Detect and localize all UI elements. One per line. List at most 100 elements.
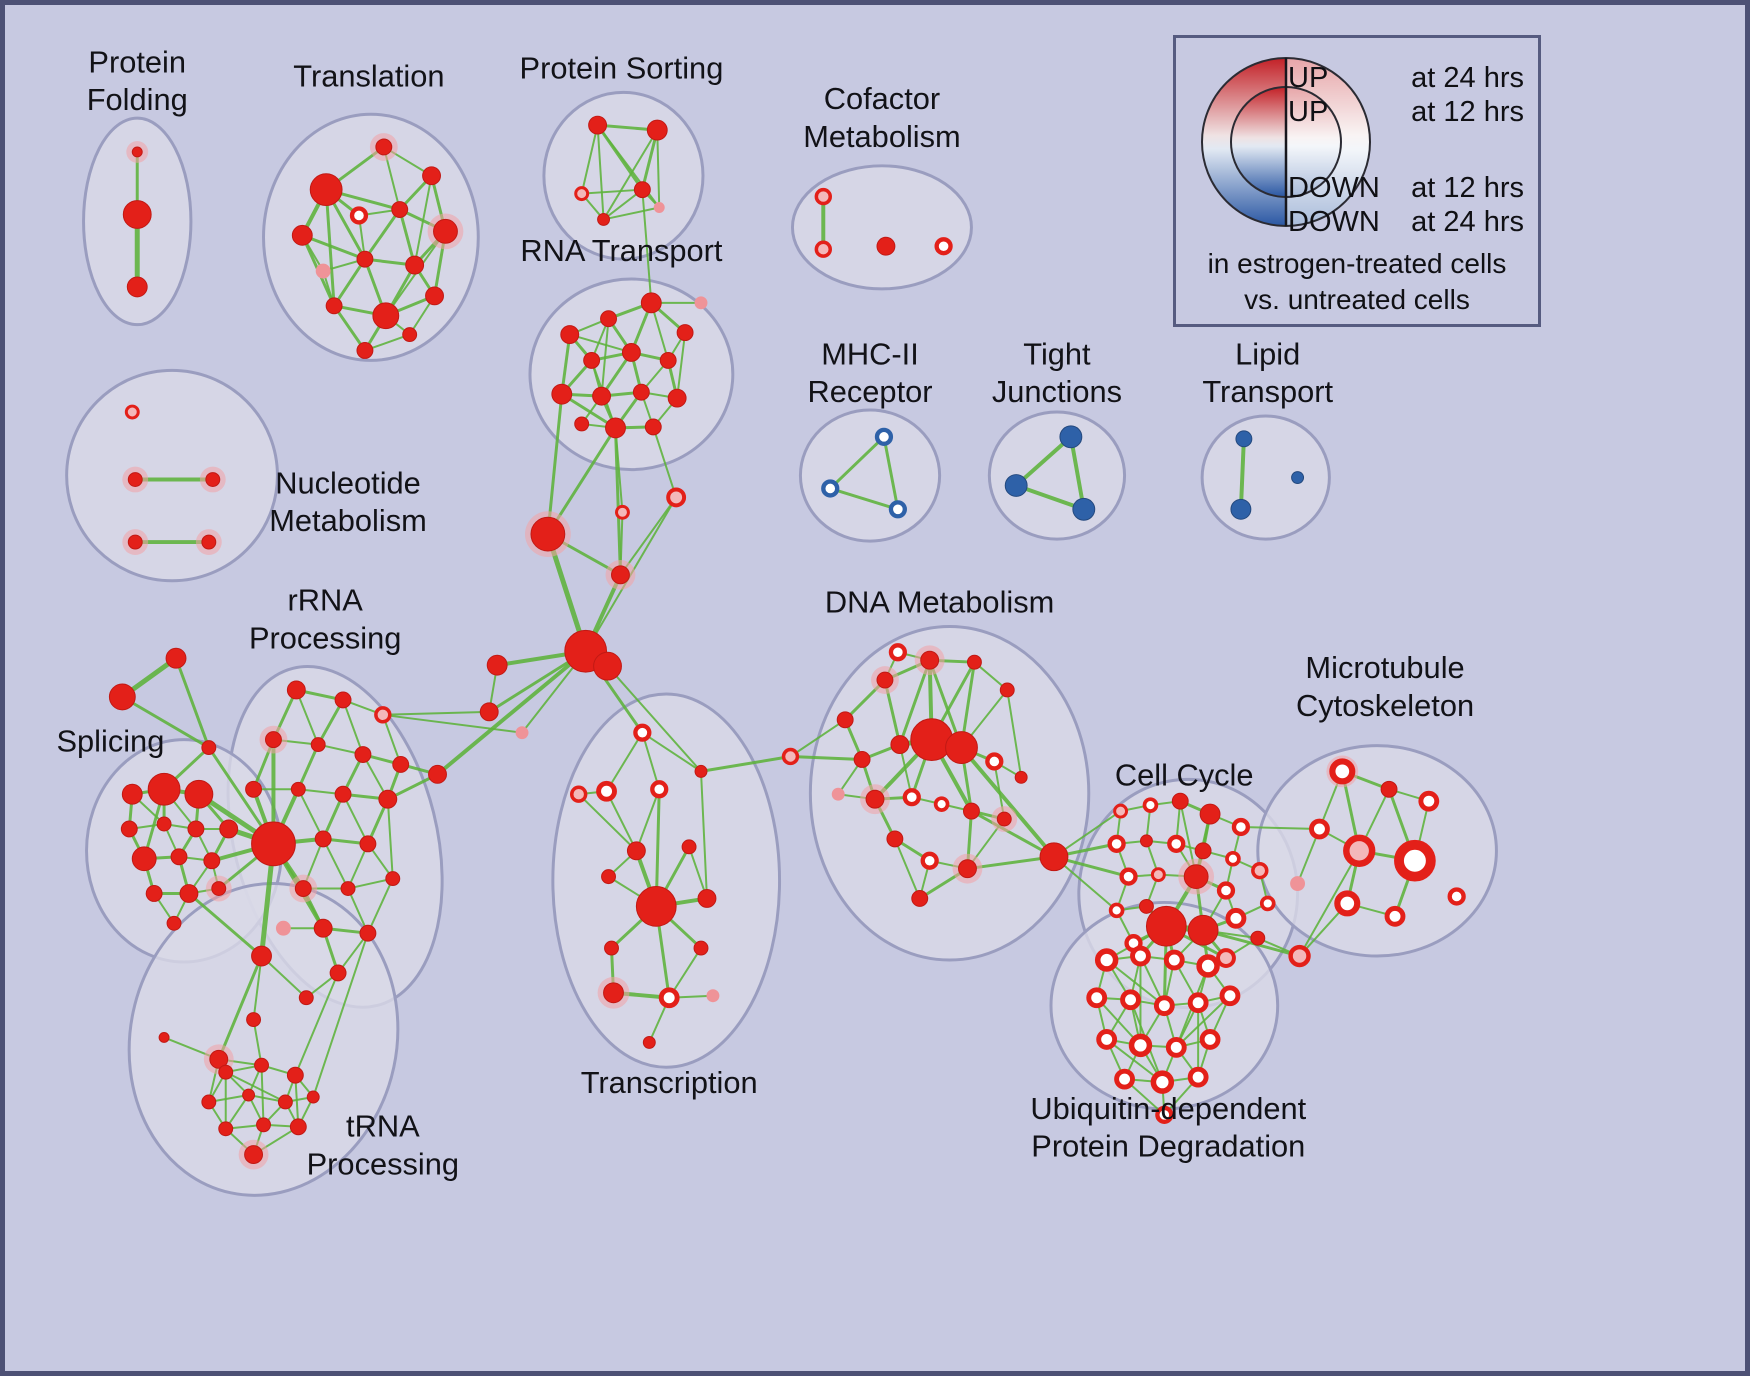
graph-node <box>242 1088 256 1102</box>
graph-node <box>621 343 641 362</box>
graph-node <box>865 789 885 809</box>
graph-node <box>122 200 152 229</box>
graph-node <box>933 796 950 812</box>
graph-node <box>596 780 617 802</box>
graph-edge <box>294 971 340 1077</box>
graph-edge <box>295 688 320 746</box>
graph-node <box>201 740 217 756</box>
graph-node <box>1216 948 1236 968</box>
graph-edge <box>297 788 325 840</box>
graph-node <box>1290 876 1306 892</box>
graph-node <box>124 404 140 420</box>
graph-node <box>601 869 616 885</box>
graph-node <box>821 479 840 498</box>
cluster-label-microtubule-cytoskeleton: Microtubule <box>1305 650 1464 685</box>
graph-node <box>985 752 1004 771</box>
graph-edge <box>602 129 659 221</box>
graph-node <box>640 292 662 314</box>
graph-node <box>945 731 978 764</box>
graph-node <box>574 416 590 432</box>
graph-node <box>309 173 343 207</box>
graph-edge <box>316 698 345 747</box>
graph-node <box>1072 497 1096 521</box>
graph-node <box>1194 842 1212 860</box>
cluster-label-microtubule-cytoskeleton: Cytoskeleton <box>1296 688 1474 723</box>
graph-edge <box>641 731 702 773</box>
graph-node <box>1165 1036 1187 1058</box>
graph-node <box>1225 907 1247 929</box>
graph-node <box>1086 987 1108 1009</box>
graph-edge <box>560 392 617 430</box>
graph-node <box>653 202 665 213</box>
graph-node <box>592 386 612 406</box>
graph-node <box>1251 861 1269 880</box>
graph-node <box>1107 834 1126 853</box>
graph-node <box>530 516 566 552</box>
graph-edge <box>332 304 367 352</box>
graph-node <box>166 915 182 931</box>
cluster-ellipse-transcription <box>551 692 782 1069</box>
graph-node <box>920 650 940 670</box>
graph-edge <box>296 743 320 791</box>
graph-node <box>165 647 187 669</box>
cluster-label-nucleotide-metabolism: Metabolism <box>269 503 427 538</box>
graph-node <box>356 342 374 359</box>
graph-node <box>1150 867 1166 883</box>
graph-node <box>289 1118 307 1136</box>
graph-node <box>340 881 356 896</box>
graph-edge <box>260 1064 265 1126</box>
cluster-label-splicing: Splicing <box>56 724 164 759</box>
cluster-label-cofactor-metabolism: Metabolism <box>803 119 961 154</box>
graph-edge <box>381 713 402 766</box>
graph-node <box>1163 949 1185 971</box>
cluster-label-cofactor-metabolism: Cofactor <box>824 81 940 116</box>
graph-edge <box>652 425 678 499</box>
graph-node <box>306 1090 320 1104</box>
graph-edge <box>1239 825 1321 830</box>
graph-node <box>1153 995 1175 1017</box>
graph-node <box>910 718 954 761</box>
graph-edge <box>788 755 864 761</box>
graph-node <box>201 1094 217 1110</box>
graph-node <box>658 987 680 1009</box>
legend-time-label: at 12 hrs <box>1411 96 1524 128</box>
graph-node <box>1145 905 1187 947</box>
graph-edge <box>366 877 394 935</box>
graph-edge <box>342 698 364 756</box>
graph-edge <box>381 710 491 716</box>
cluster-label-mhc-ii-receptor: Receptor <box>808 374 933 409</box>
cluster-label-rna-transport: RNA Transport <box>520 233 722 268</box>
graph-node <box>290 781 306 797</box>
graph-node <box>876 236 896 256</box>
graph-node <box>349 206 369 225</box>
graph-node <box>277 1094 293 1110</box>
graph-node <box>275 920 291 936</box>
graph-node <box>265 731 282 749</box>
graph-node <box>425 286 444 306</box>
legend-caption-1: in estrogen-treated cells <box>1207 248 1507 279</box>
graph-edge <box>882 435 900 511</box>
graph-node <box>334 785 352 803</box>
graph-node <box>1155 1105 1174 1124</box>
graph-edge <box>324 188 336 308</box>
graph-edge <box>568 333 633 354</box>
graph-node <box>706 989 720 1003</box>
graph-node <box>1113 803 1129 819</box>
cluster-ellipse-mhc-ii-receptor <box>798 408 942 543</box>
graph-node <box>597 212 611 226</box>
graph-node <box>666 487 687 508</box>
graph-node <box>560 325 580 345</box>
graph-node <box>1196 954 1220 978</box>
graph-node <box>876 671 894 689</box>
graph-edge <box>1105 959 1166 1007</box>
graph-node <box>126 276 148 298</box>
graph-node <box>836 711 854 729</box>
graph-edge <box>398 208 417 267</box>
graph-edge <box>252 955 263 1021</box>
graph-node <box>405 255 425 275</box>
graph-edge <box>577 793 638 852</box>
legend-row-down-12: DOWN at 12 hrs <box>1176 172 1538 204</box>
graph-node <box>1004 474 1028 497</box>
graph-node <box>1225 850 1241 867</box>
